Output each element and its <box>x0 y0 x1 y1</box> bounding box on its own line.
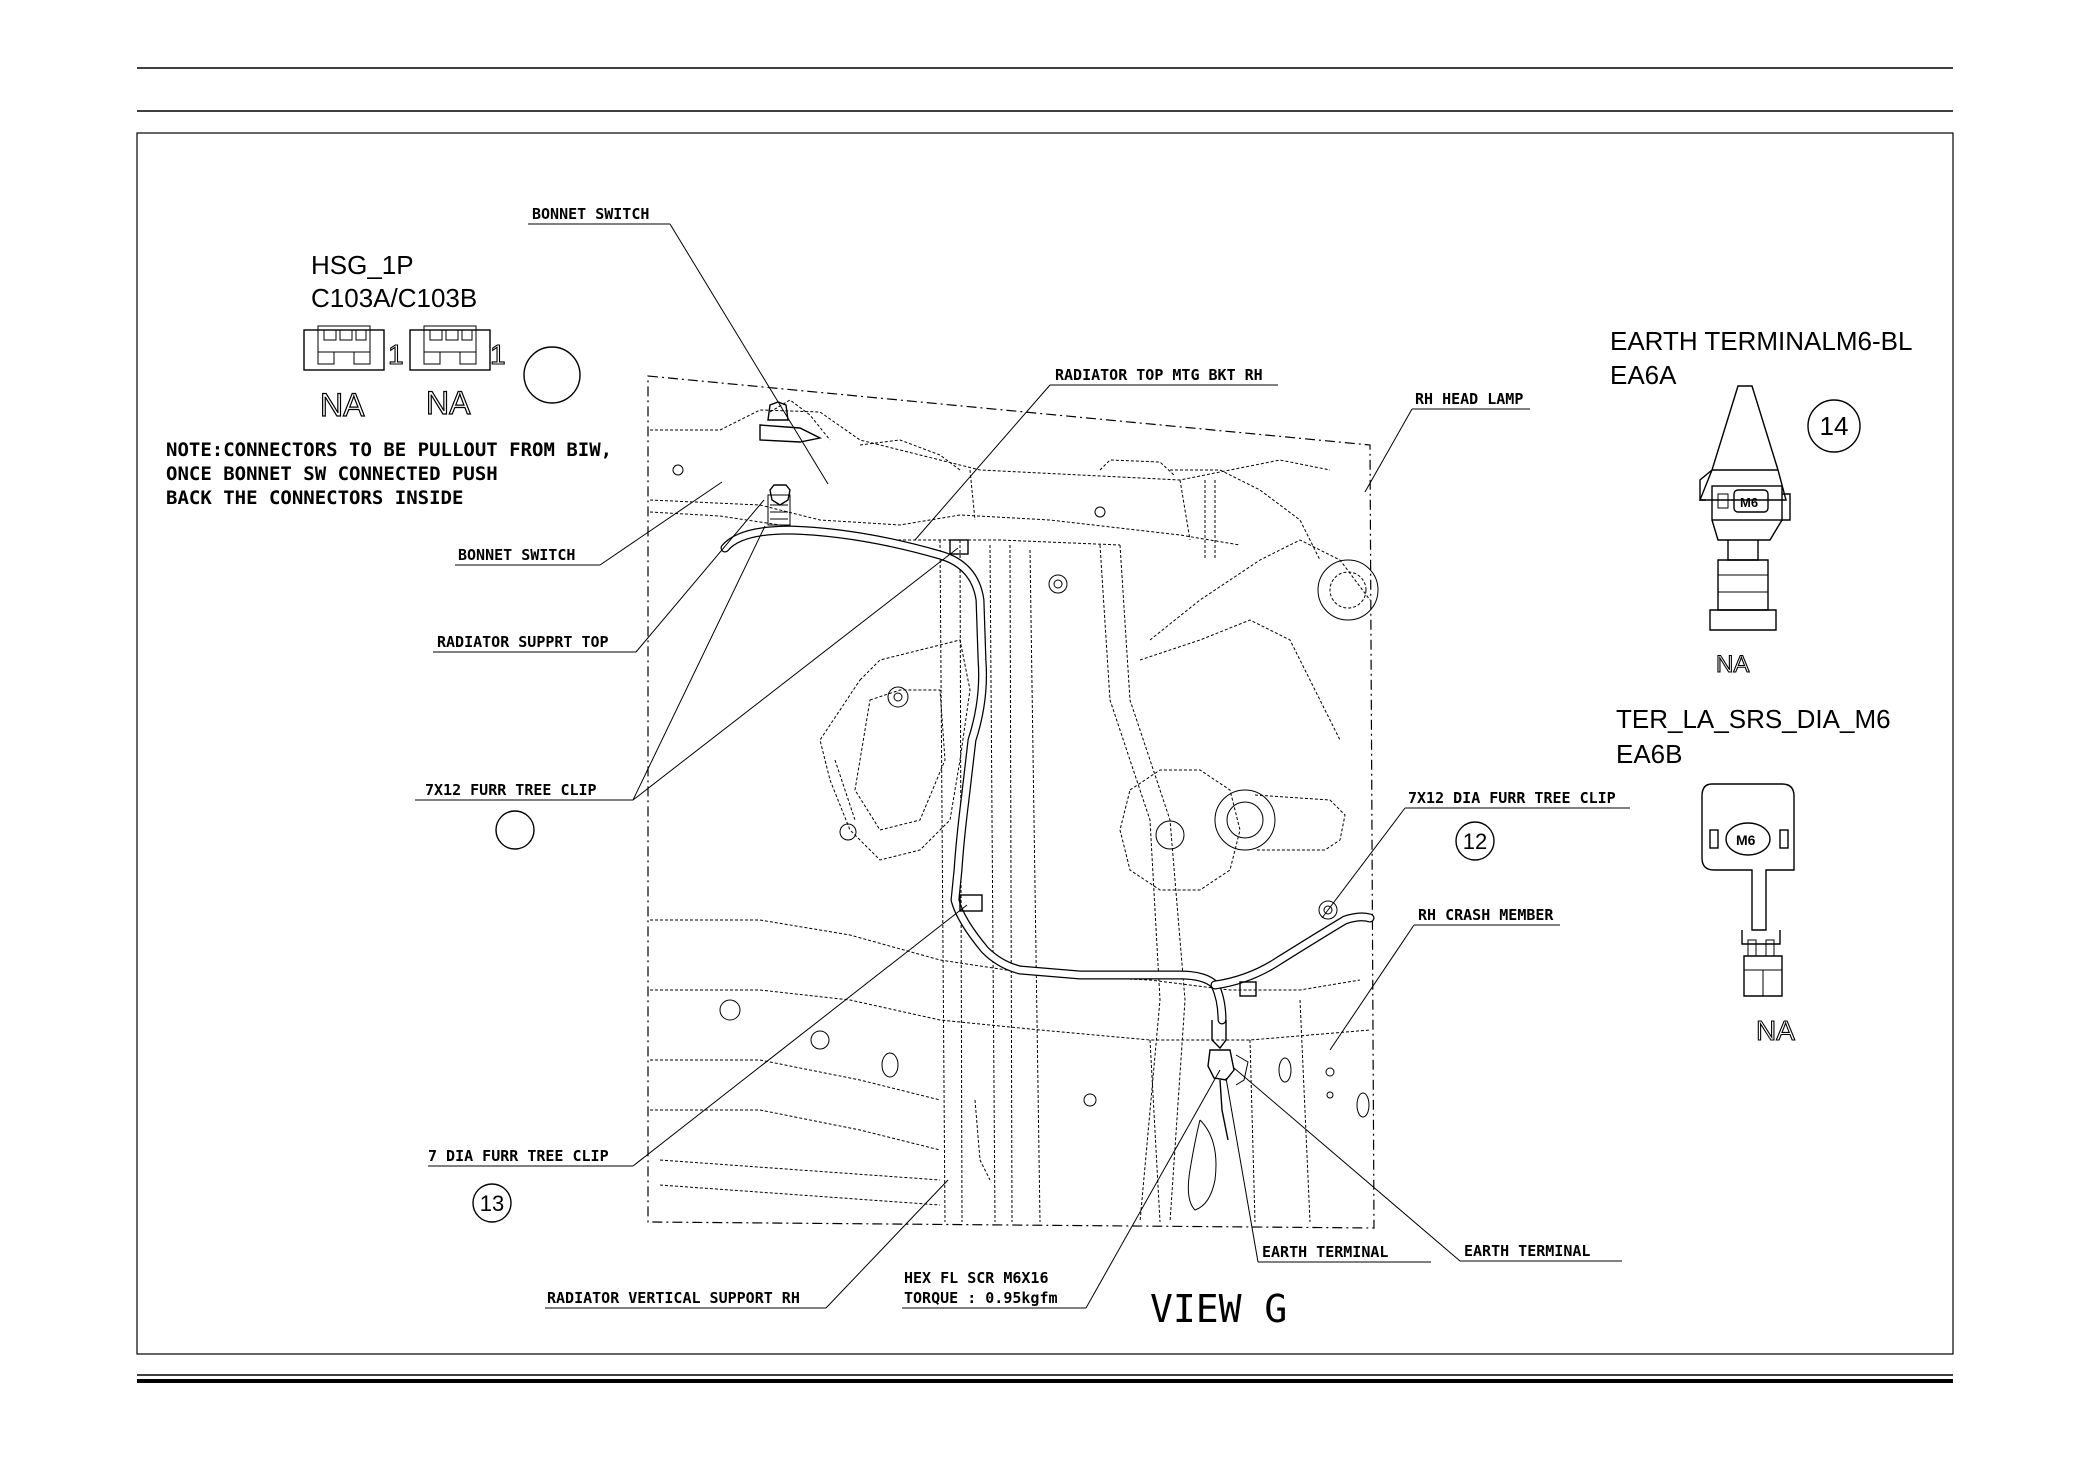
connector-b-pin: 1 <box>490 339 506 370</box>
label-earth-terminal-2: EARTH TERMINAL <box>1464 1242 1590 1260</box>
label-radiator-top-mtg: RADIATOR TOP MTG BKT RH <box>1055 366 1263 384</box>
label-radiator-vertical: RADIATOR VERTICAL SUPPORT RH <box>547 1289 800 1307</box>
terminal-b-na: NA <box>1756 1015 1795 1046</box>
sheet-frame <box>136 67 1954 1383</box>
callouts: 12 13 14 <box>472 399 1861 1223</box>
label-rh-head-lamp: RH HEAD LAMP <box>1415 390 1523 408</box>
terminal-a-name: EARTH TERMINALM6-BL <box>1610 326 1912 356</box>
blank-callout-circle-2 <box>495 810 535 850</box>
earth-terminal-ring-icon: M6 <box>1698 385 1791 631</box>
labels: BONNET SWITCH RADIATOR TOP MTG BKT RH RH… <box>425 205 1616 1331</box>
label-bonnet-switch-top: BONNET SWITCH <box>532 205 649 223</box>
label-radiator-support-top: RADIATOR SUPPRT TOP <box>437 633 609 651</box>
blank-callout-circle <box>523 346 581 404</box>
label-7-dia-furr-clip: 7 DIA FURR TREE CLIP <box>428 1147 609 1165</box>
connector-name: HSG_1P <box>311 250 414 280</box>
callout-12 <box>1455 821 1495 861</box>
terminal-a-stud: M6 <box>1740 495 1758 510</box>
view-boundary <box>647 375 1375 1229</box>
terminal-a-code: EA6A <box>1610 360 1677 390</box>
label-rh-crash-member: RH CRASH MEMBER <box>1418 906 1554 924</box>
view-g-drawing <box>647 375 1379 1229</box>
note-line-2: ONCE BONNET SW CONNECTED PUSH <box>166 463 498 485</box>
connector-b-icon <box>409 325 491 371</box>
connector-block: HSG_1P C103A/C103B 1 1 NA NA NOTE:CONNEC… <box>166 250 612 509</box>
note-line-1: NOTE:CONNECTORS TO BE PULLOUT FROM BIW, <box>166 439 612 461</box>
label-7x12-furr-clip: 7X12 FURR TREE CLIP <box>425 781 597 799</box>
srs-terminal-icon: M6 <box>1701 783 1795 997</box>
note-line-3: BACK THE CONNECTORS INSIDE <box>166 487 463 509</box>
label-torque: TORQUE : 0.95kgfm <box>904 1289 1058 1307</box>
label-7x12-dia-furr-clip: 7X12 DIA FURR TREE CLIP <box>1408 789 1616 807</box>
callout-12-number: 12 <box>1463 829 1487 854</box>
terminal-b-code: EA6B <box>1616 739 1683 769</box>
callout-13 <box>472 1183 512 1223</box>
terminal-b-stud: M6 <box>1736 832 1756 848</box>
terminal-b-name: TER_LA_SRS_DIA_M6 <box>1616 704 1891 734</box>
view-title: VIEW G <box>1150 1287 1287 1331</box>
connector-b-na: NA <box>426 385 471 421</box>
leader-lines <box>415 223 1630 1309</box>
connector-part: C103A/C103B <box>311 283 477 313</box>
terminal-b: TER_LA_SRS_DIA_M6 EA6B M6 NA <box>1616 704 1891 1047</box>
terminal-a: EARTH TERMINALM6-BL EA6A M6 NA <box>1610 326 1912 679</box>
callout-13-number: 13 <box>480 1191 504 1216</box>
label-hex-screw: HEX FL SCR M6X16 <box>904 1269 1049 1287</box>
label-earth-terminal-1: EARTH TERMINAL <box>1262 1243 1388 1261</box>
terminal-a-na: NA <box>1716 651 1749 678</box>
connector-a-icon <box>303 325 385 371</box>
label-bonnet-switch: BONNET SWITCH <box>458 546 575 564</box>
connector-a-pin: 1 <box>388 339 404 370</box>
callout-14-number: 14 <box>1820 411 1849 441</box>
connector-a-na: NA <box>320 387 365 423</box>
callout-14 <box>1807 399 1861 453</box>
